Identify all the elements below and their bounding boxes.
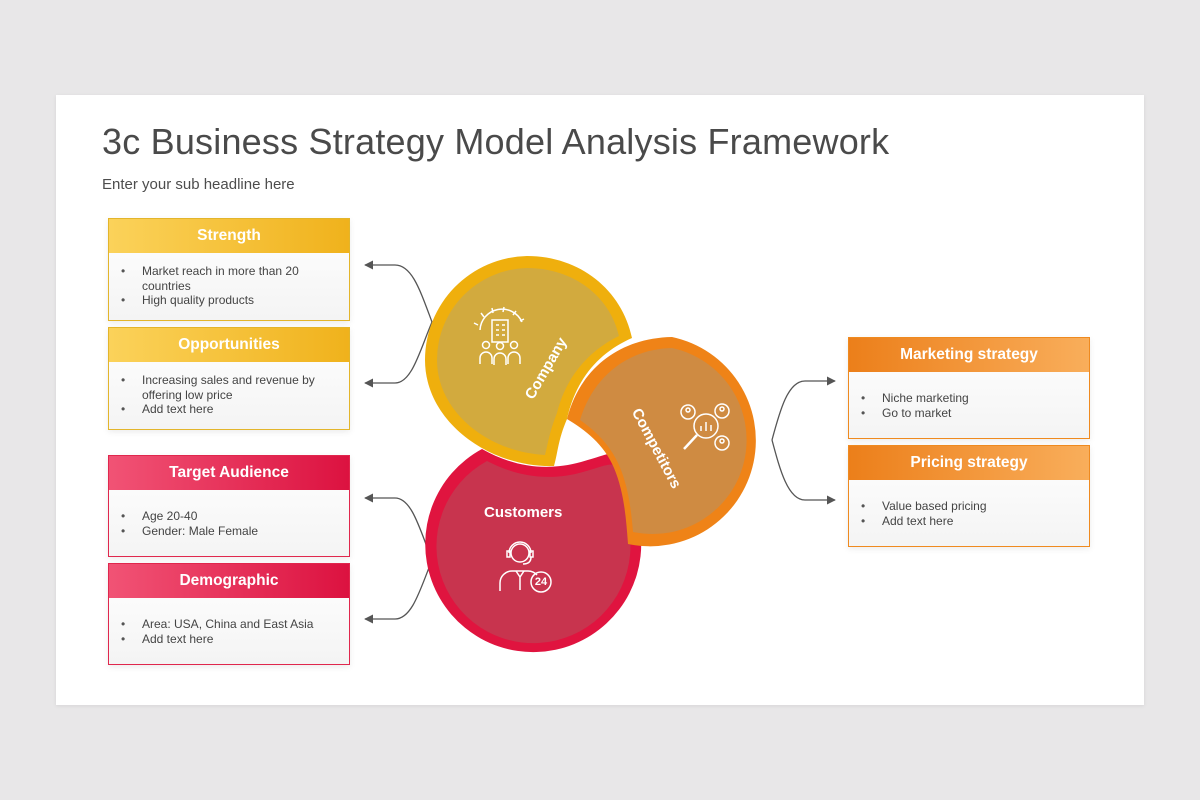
marketing-strategy-list: Niche marketing Go to market [849, 372, 1089, 420]
support-hours-badge: 24 [534, 576, 548, 588]
customer-support-icon [499, 541, 552, 593]
list-item: Gender: Male Female [121, 524, 341, 539]
connector-opportunities [364, 321, 433, 388]
connector-demographic [364, 559, 433, 624]
list-item: High quality products [121, 293, 341, 308]
list-item: Add text here [861, 514, 1081, 529]
customers-label: Customers [484, 504, 563, 521]
strength-title: Strength [109, 219, 349, 253]
list-item: Value based pricing [861, 499, 1081, 514]
list-item: Increasing sales and revenue by offering… [121, 373, 341, 402]
list-item: Niche marketing [861, 391, 1081, 406]
connector-strength [364, 260, 433, 323]
demographic-card: Demographic Area: USA, China and East As… [108, 563, 350, 665]
connector-target [364, 493, 433, 561]
connector-pricing [771, 439, 836, 505]
target-audience-card: Target Audience Age 20-40 Gender: Male F… [108, 455, 350, 557]
opportunities-title: Opportunities [109, 328, 349, 362]
competitor-analysis-icon [680, 403, 730, 451]
list-item: Add text here [121, 632, 341, 647]
pricing-strategy-card: Pricing strategy Value based pricing Add… [848, 445, 1090, 547]
demographic-list: Area: USA, China and East Asia Add text … [109, 598, 349, 646]
opportunities-card: Opportunities Increasing sales and reven… [108, 327, 350, 430]
pricing-strategy-title: Pricing strategy [849, 446, 1089, 480]
page-subtitle: Enter your sub headline here [102, 176, 295, 193]
list-item: Area: USA, China and East Asia [121, 617, 341, 632]
strength-card: Strength Market reach in more than 20 co… [108, 218, 350, 321]
marketing-strategy-title: Marketing strategy [849, 338, 1089, 372]
competitors-circle[interactable] [567, 337, 756, 547]
list-item: Add text here [121, 402, 341, 417]
company-team-icon [473, 306, 525, 365]
page-title: 3c Business Strategy Model Analysis Fram… [102, 121, 890, 162]
connector-marketing [771, 376, 836, 441]
opportunities-list: Increasing sales and revenue by offering… [109, 362, 349, 417]
pricing-strategy-list: Value based pricing Add text here [849, 480, 1089, 528]
marketing-strategy-card: Marketing strategy Niche marketing Go to… [848, 337, 1090, 439]
target-audience-title: Target Audience [109, 456, 349, 490]
target-audience-list: Age 20-40 Gender: Male Female [109, 490, 349, 538]
list-item: Market reach in more than 20 countries [121, 264, 341, 293]
demographic-title: Demographic [109, 564, 349, 598]
strength-list: Market reach in more than 20 countries H… [109, 253, 349, 308]
list-item: Go to market [861, 406, 1081, 421]
list-item: Age 20-40 [121, 509, 341, 524]
